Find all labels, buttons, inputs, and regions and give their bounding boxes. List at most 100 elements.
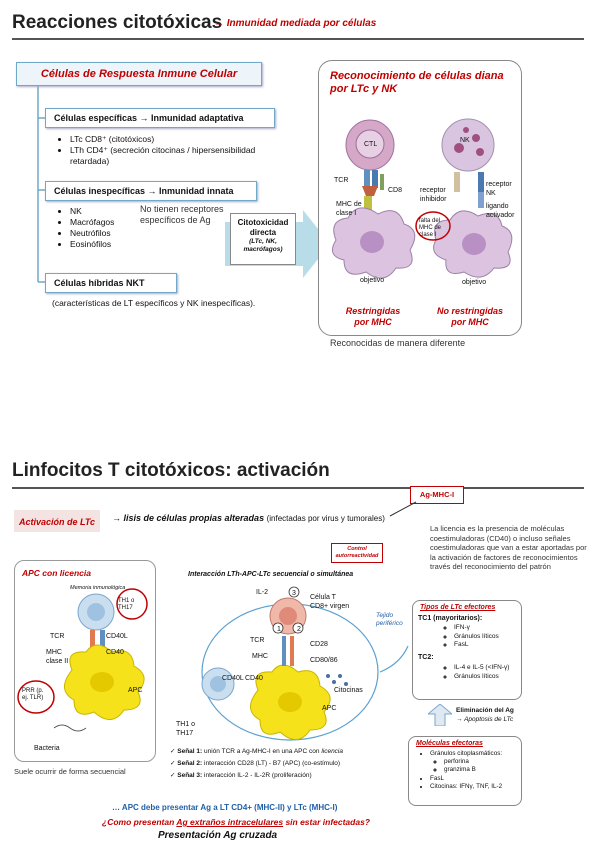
tc2-item: IL-4 e IL-5 (<IFN-γ): [454, 664, 528, 673]
mid-n3: 3: [292, 590, 296, 597]
tc2-label: TC2:: [418, 654, 434, 661]
senal-1-i: licencia: [321, 748, 343, 755]
recognition-diagram: [331, 118, 513, 279]
licencia-text: La licencia es la presencia de moléculas…: [430, 524, 587, 571]
mid-th: TH1 o TH17: [176, 721, 196, 737]
activacion-text: Activación de LTc: [19, 517, 96, 527]
lisis-line: → lisis de células propias alteradas (in…: [112, 513, 385, 523]
inesp-item: Neutrófilos: [70, 228, 150, 239]
mol-granulos-text: Gránulos citoplasmáticos:: [430, 750, 503, 757]
apc-prr: PRR (p. ej. TLR): [22, 688, 44, 701]
mol-box: [408, 736, 522, 806]
label-mhc: MHC de clase I: [336, 201, 362, 217]
label-rec-nk: receptor NK: [486, 181, 512, 197]
slide1-tree-lines: [37, 84, 45, 283]
mid-apc: APC: [322, 705, 337, 712]
mol-cito: Citocinas: IFNγ, TNF, IL-2: [430, 783, 530, 791]
senal-1: ✓ Señal 1: unión TCR a Ag-MHC-I en una A…: [170, 748, 343, 755]
mid-cel-t: Célula T CD8+ virgen: [310, 594, 350, 610]
apop-label: → Apoptosis de LTc: [456, 716, 514, 723]
header-box: Células de Respuesta Inmune Celular: [16, 62, 262, 86]
tc2-list: IL-4 e IL-5 (<IFN-γ) Gránulos líticos: [442, 664, 528, 681]
label-ctl: CTL: [364, 141, 378, 148]
mid-n2: 2: [297, 626, 301, 633]
slide1-subtitle: → Inmunidad mediada por células: [214, 18, 377, 29]
inesp-box: Células inespecíficas → Inmunidad innata: [45, 181, 257, 201]
spec-item: LTc CD8⁺ (citotóxicos): [70, 134, 260, 145]
inesp-item: Macrófagos: [70, 217, 150, 228]
arrow-box: Citotoxicidad directa (LTc, NK, macrófag…: [230, 213, 296, 265]
apc-bacteria: Bacteria: [34, 745, 60, 752]
mol-list: Gránulos citoplasmáticos: perforina gran…: [418, 750, 530, 791]
ag-arrow: [389, 501, 417, 517]
arrow-box-sub: (LTc, NK, macrófagos): [243, 238, 283, 253]
como-line: ¿Como presentan Ag extraños intracelular…: [102, 817, 370, 827]
mid-mhc: MHC: [252, 653, 268, 660]
ag-mhc-box: Ag-MHC-I: [410, 486, 464, 504]
recog-title: Reconocimiento de células diana por LTc …: [330, 70, 504, 95]
apc-apc: APC: [128, 687, 143, 694]
spec-box: Células específicas → Inmunidad adaptati…: [45, 108, 275, 128]
mol-granulos: Gránulos citoplasmáticos: perforina gran…: [430, 750, 530, 775]
apc-mhc2: MHC clase II: [46, 649, 69, 665]
interaction-diagram: [201, 586, 409, 741]
senales-list: ✓ Señal 1: unión TCR a Ag-MHC-I en una A…: [170, 746, 343, 782]
control-label: Control autorreactividad: [335, 546, 379, 559]
como-1: ¿Como presentan: [102, 817, 177, 827]
mol-gran-item: perforina: [444, 758, 530, 766]
apc-debe: … APC debe presentar Ag a LT CD4+ (MHC-I…: [112, 803, 338, 812]
interaccion-title: Interacción LTh-APC-LTc secuencial o sim…: [188, 571, 354, 578]
recog-panel: [318, 60, 522, 336]
senal-3-b: Señal 3:: [177, 772, 203, 779]
nkt-title: Células híbridas NKT: [54, 278, 145, 288]
tc1-item: Gránulos líticos: [454, 633, 499, 642]
nkt-desc: (características de LT específicos y NK …: [52, 298, 256, 308]
nkt-box: Células híbridas NKT: [45, 273, 177, 293]
spec-list: LTc CD8⁺ (citotóxicos) LTh CD4⁺ (secreci…: [58, 134, 260, 167]
label-tcr: TCR: [334, 177, 349, 184]
inesp-list: NK Macrófagos Neutrófilos Eosinófilos: [58, 206, 150, 250]
label-objetivo-2: objetivo: [462, 279, 487, 286]
slide2-title-underline: [12, 487, 584, 489]
header-box-label: Células de Respuesta Inmune Celular: [40, 68, 238, 80]
senal-2: ✓ Señal 2: interacción CD28 (LT) - B7 (A…: [170, 760, 341, 767]
senal-3-t: interacción IL-2 - IL-2R (proliferación): [202, 772, 312, 779]
memoria-label: Memoria inmunológica: [70, 585, 126, 591]
tejido-label: Tejido periférico: [376, 612, 403, 627]
spec-title: Células específicas → Inmunidad adaptati…: [54, 113, 244, 123]
apc-diagram: [17, 588, 148, 732]
control-box: Control autorreactividad: [331, 543, 383, 563]
norestr-label: No restringidas por MHC: [436, 306, 503, 327]
mid-n1: 1: [277, 626, 281, 633]
label-objetivo-1: objetivo: [360, 277, 385, 284]
tc1-item: FasL: [454, 641, 499, 650]
label-cd8: CD8: [388, 187, 403, 194]
senal-2-b: Señal 2:: [177, 760, 203, 767]
mid-cd40: CD40: [245, 675, 263, 682]
slide1-title: Reacciones citotóxicas: [12, 12, 223, 33]
recog-caption: Reconocidas de manera diferente: [330, 338, 466, 348]
mid-cd40l: CD40L: [222, 675, 244, 682]
mol-fasl: FasL: [430, 775, 530, 783]
label-lig-act: ligando activador: [486, 203, 515, 219]
label-falta: falta del MHC de clase I: [419, 218, 442, 238]
senal-3: ✓ Señal 3: interacción IL-2 - IL-2R (pro…: [170, 772, 312, 779]
ag-mhc-label: Ag-MHC-I: [419, 490, 455, 499]
apc-th1: TH1 o TH17: [118, 598, 135, 611]
senal-1-b: Señal 1:: [177, 748, 203, 755]
arrow-box-title: Citotoxicidad directa: [237, 218, 289, 237]
inesp-item: NK: [70, 206, 150, 217]
apc-cd40l: CD40L: [106, 633, 128, 640]
cruzada-label: Presentación Ag cruzada: [158, 830, 278, 841]
apc-cd40: CD40: [106, 649, 124, 656]
como-u: Ag extraños intracelulares: [176, 817, 284, 827]
tc1-item: IFN-γ: [454, 624, 499, 633]
mid-cd80: CD80/86: [310, 657, 338, 664]
lisis-text: → lisis de células propias alteradas: [112, 513, 265, 523]
tipos-title: Tipos de LTc efectores: [420, 604, 496, 611]
elim-arrow: [428, 704, 452, 726]
mol-title: Moléculas efectoras: [416, 740, 483, 747]
mol-gran-item: granzima B: [444, 766, 530, 774]
tc1-list: IFN-γ Gránulos líticos FasL: [442, 624, 499, 650]
inesp-title: Células inespecíficas → Inmunidad innata: [54, 186, 234, 196]
